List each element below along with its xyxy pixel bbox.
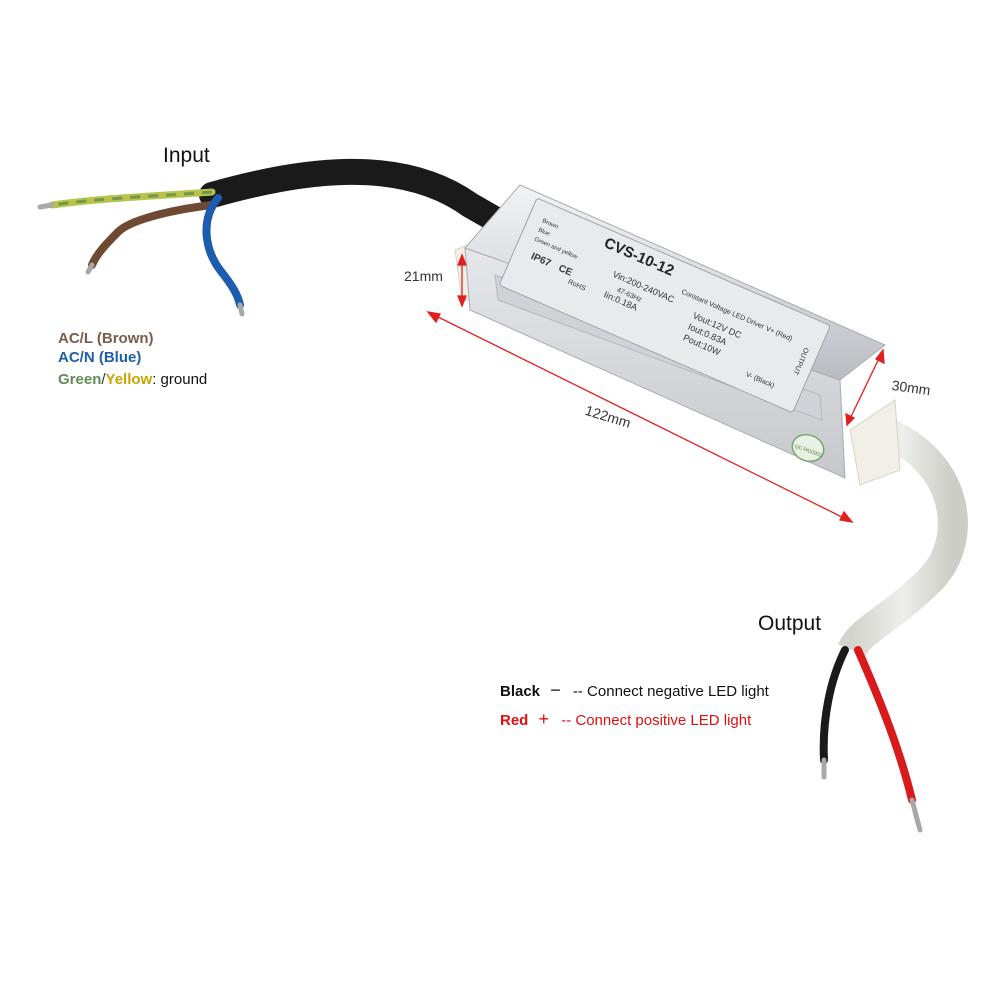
dim-arrow-122-start [426,311,441,324]
tip-brown [85,262,95,275]
dim-line-122 [427,311,853,523]
black-name: Black [500,683,541,700]
tip-red [909,797,923,833]
device-label: CVS-10-12 Constant Voltage LED Driver Vi… [499,198,831,413]
device-wire-blue: Blue [537,227,551,238]
legend-ground: Green/Yellow: ground [58,371,207,388]
minus-icon: − [550,680,561,700]
dimension-lines [426,253,885,523]
legend-slash: / [101,371,106,388]
wire-brown [88,201,216,269]
dim-height-label: 21mm [404,268,443,284]
dim-arrow-122-end [839,510,854,523]
dim-arrow-21-top [457,253,467,266]
legend-yellow: Yellow [105,371,153,388]
wire-green-yellow-stripe [51,190,213,207]
legend-acl: AC/L (Brown) [58,330,154,347]
tip-blue [237,302,245,317]
legend-acn: AC/N (Blue) [58,349,142,366]
device-ce: CE [557,263,574,279]
wire-black [819,646,849,764]
dim-arrow-30-top [875,348,885,365]
dim-line-30 [846,349,884,426]
output-negative-row: Black − -- Connect negative LED light [500,680,769,701]
dim-arrow-21-bottom [457,295,467,308]
tip-green-yellow [37,202,55,210]
wire-red [854,646,916,804]
input-cable-black [199,158,518,238]
driver-body: CVS-10-12 Constant Voltage LED Driver Vi… [454,184,901,486]
legend-ground-text: : ground [152,371,208,388]
output-cable-white [838,415,968,657]
dim-arrow-30-bottom [845,412,856,427]
red-name: Red [500,712,529,729]
input-label: Input [163,144,210,167]
output-label: Output [758,612,822,635]
legend-green: Green [58,371,102,388]
output-positive-row: Red + -- Connect positive LED light [500,709,751,730]
red-desc: -- Connect positive LED light [561,712,752,729]
plus-icon: + [538,709,550,729]
wire-blue [202,194,244,309]
black-desc: -- Connect negative LED light [572,683,769,700]
qc-sticker: QC PASSED [791,433,825,463]
end-cap-right [849,399,901,486]
